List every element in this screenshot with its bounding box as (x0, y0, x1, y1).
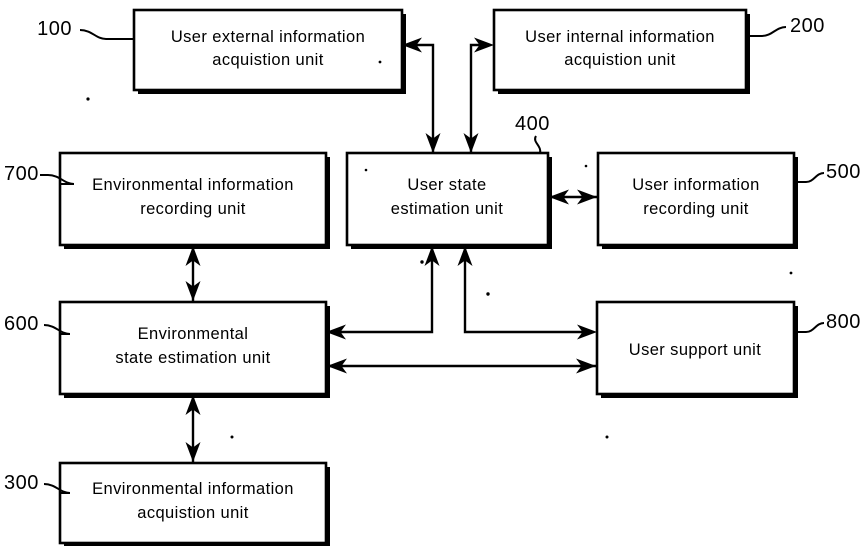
block-label-line1: Environmental information (92, 480, 294, 498)
connector-internal-to-state (463, 37, 494, 153)
block-label-line2: recording unit (643, 200, 749, 218)
ref-number-500: 500 (826, 161, 861, 183)
block-label-line2: state estimation unit (115, 349, 270, 367)
block-user-support-unit[interactable]: User support unit (595, 300, 798, 398)
connector-env-state-to-user-support (326, 358, 597, 374)
scan-speck (230, 435, 234, 439)
block-label-line2: estimation unit (391, 200, 503, 218)
ref-number-300: 300 (4, 472, 39, 494)
ref-number-200: 200 (790, 15, 825, 37)
block-label-line2: recording unit (140, 200, 246, 218)
block-user-internal-information-acquistion-unit[interactable]: User internal information acquistion uni… (492, 8, 750, 94)
ref-number-100: 100 (37, 18, 72, 40)
scan-speck (789, 271, 793, 275)
scan-speck (378, 60, 382, 64)
ref-300: 300 (4, 472, 71, 494)
ref-100: 100 (37, 18, 134, 40)
ref-number-800: 800 (826, 311, 861, 333)
connector-env-state-to-env-info-acquistion (185, 394, 201, 463)
ref-800: 800 (794, 311, 861, 333)
ref-700: 700 (4, 163, 75, 185)
connector-state-to-env-state (326, 245, 440, 340)
connector-state-to-user-info-recording (548, 189, 598, 205)
block-label-line1: User internal information (525, 28, 715, 46)
scan-speck (420, 260, 424, 264)
scan-speck (364, 168, 368, 172)
block-environmental-information-acquistion-unit[interactable]: Environmental information acquistion uni… (58, 461, 330, 546)
block-user-state-estimation-unit[interactable]: User state estimation unit (345, 151, 552, 249)
block-user-external-information-acquistion-unit[interactable]: User external information acquistion uni… (132, 8, 406, 94)
scan-speck (86, 97, 90, 101)
block-label-line1: Environmental (138, 325, 249, 343)
connector-env-info-recording-to-env-state (185, 245, 201, 302)
ref-number-600: 600 (4, 313, 39, 335)
ref-600: 600 (4, 313, 71, 335)
block-user-information-recording-unit[interactable]: User information recording unit (596, 151, 798, 249)
block-label-line1: User information (632, 176, 759, 194)
block-label-line1: User state (407, 176, 486, 194)
scan-speck (605, 435, 609, 439)
ref-400: 400 (515, 113, 550, 154)
block-label-line2: acquistion unit (564, 51, 676, 69)
block-label-line1: User support unit (629, 341, 761, 359)
scan-speck (584, 164, 588, 168)
connector-state-to-user-support (457, 245, 597, 340)
block-environmental-state-estimation-unit[interactable]: Environmental state estimation unit (58, 300, 330, 398)
block-label-line1: Environmental information (92, 176, 294, 194)
block-label-line2: acquistion unit (212, 51, 324, 69)
connector-state-to-external (402, 37, 441, 153)
block-label-line1: User external information (171, 28, 365, 46)
ref-number-700: 700 (4, 163, 39, 185)
block-environmental-information-recording-unit[interactable]: Environmental information recording unit (58, 151, 330, 249)
ref-500: 500 (794, 161, 861, 183)
scan-speck (486, 292, 490, 296)
ref-number-400: 400 (515, 113, 550, 135)
ref-200: 200 (746, 15, 825, 37)
block-label-line2: acquistion unit (137, 504, 249, 522)
